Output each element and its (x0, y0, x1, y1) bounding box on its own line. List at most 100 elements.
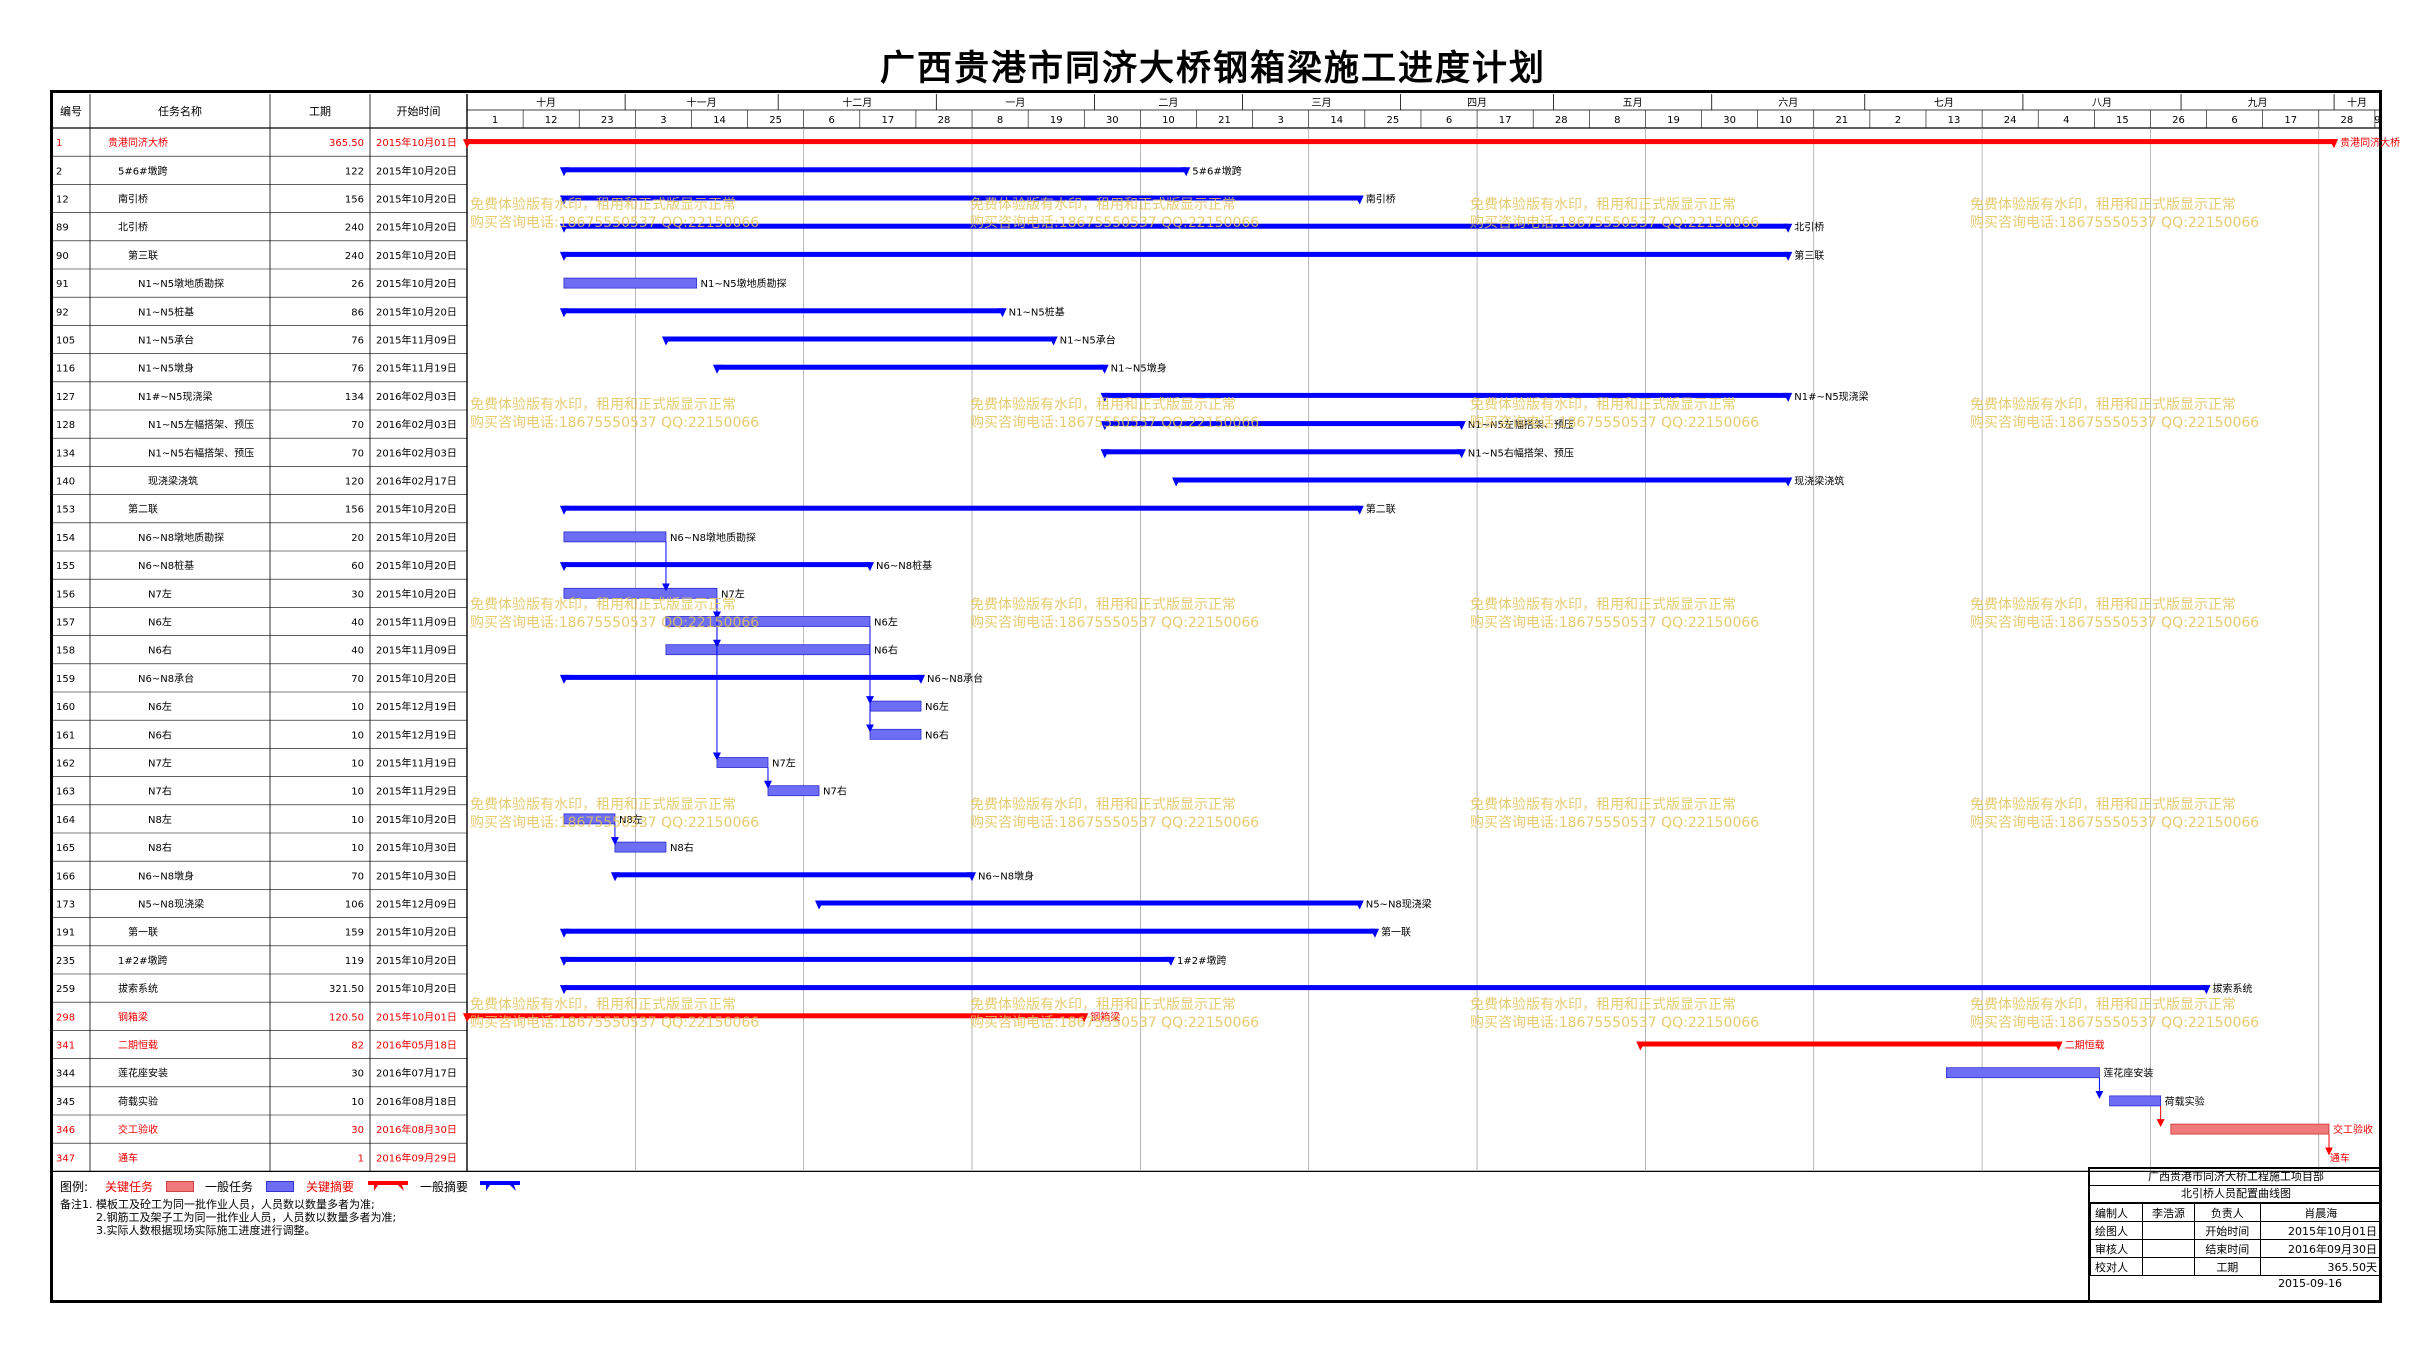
day-label: 23 (601, 115, 614, 126)
cell-id: 347 (56, 1153, 75, 1164)
month-label: 六月 (1778, 97, 1798, 109)
cell-duration: 82 (351, 1041, 364, 1052)
cell-id: 166 (56, 871, 75, 882)
cell-id: 140 (56, 477, 75, 488)
cell-duration: 156 (345, 195, 364, 206)
day-label: 6 (829, 115, 835, 126)
cell-id: 127 (56, 392, 75, 403)
summary-bar-cap (559, 251, 569, 261)
cell-id: 12 (56, 195, 69, 206)
month-label: 十月 (536, 96, 556, 109)
cell-name: N6右 (148, 728, 172, 741)
month-label: 十一月 (687, 96, 717, 109)
cell-name: 第一联 (128, 926, 158, 939)
cell-duration: 240 (345, 223, 364, 234)
cell-duration: 30 (351, 589, 364, 600)
note-line: 备注1. 模板工及砼工为同一批作业人员，人员数以数量多者为准; (60, 1198, 375, 1211)
summary-bar-cap (1172, 477, 1182, 487)
month-label: 九月 (2248, 97, 2268, 109)
title-block-row: 审核人 结束时间 2016年09月30日 (2090, 1239, 2383, 1258)
summary-bar-cap (1783, 251, 1793, 261)
tb-cell: 李浩源 (2142, 1203, 2195, 1222)
day-label: 25 (769, 115, 782, 126)
title-block-row: 绘图人 开始时间 2015年10月01日 (2090, 1221, 2383, 1240)
summary-bar-cap (559, 308, 569, 318)
task-bar (1945, 1067, 2100, 1079)
summary-bar-cap (559, 956, 569, 966)
cell-name: 钢箱梁 (118, 1010, 148, 1023)
cell-id: 191 (56, 928, 75, 939)
cell-start: 2015年11月19日 (376, 757, 457, 770)
summary-bar-cap (1456, 449, 1466, 459)
task-bar (665, 644, 871, 656)
cell-id: 155 (56, 561, 75, 572)
cell-id: 344 (56, 1069, 75, 1080)
summary-bar-cap (559, 928, 569, 938)
tb-cell: 审核人 (2090, 1239, 2143, 1258)
month-label: 三月 (1311, 97, 1331, 109)
cell-duration: 10 (351, 815, 364, 826)
task-bar (614, 841, 667, 853)
day-label: 17 (1499, 115, 1512, 126)
cell-duration: 70 (351, 448, 364, 459)
summary-bar-cap (559, 505, 569, 515)
summary-bar-cap (559, 674, 569, 684)
day-label: 12 (545, 115, 558, 126)
task-bar (563, 813, 616, 825)
summary-bar (563, 223, 1789, 229)
cell-id: 163 (56, 787, 75, 798)
summary-bar-cap (997, 308, 1007, 318)
cell-duration: 40 (351, 618, 364, 629)
bar-label: N6~N8承台 (927, 672, 983, 685)
summary-bar-cap (865, 562, 875, 572)
task-bar (2170, 1123, 2330, 1135)
bar-label: N1~N5墩地质勘探 (701, 277, 787, 290)
month-label: 四月 (1467, 97, 1487, 109)
cell-duration: 122 (345, 166, 364, 177)
task-bar (563, 531, 667, 543)
bar-label: 拔索系统 (2213, 982, 2253, 995)
bar-label: N6左 (874, 616, 898, 629)
cell-name: 贵港同济大桥 (108, 136, 168, 149)
cell-name: 通车 (118, 1151, 138, 1164)
summary-bar (614, 872, 973, 878)
cell-duration: 20 (351, 533, 364, 544)
cell-start: 2015年10月30日 (376, 869, 457, 882)
legend-summary-swatch (480, 1181, 520, 1191)
day-label: 24 (2004, 115, 2017, 126)
day-label: 30 (1106, 115, 1119, 126)
cell-id: 153 (56, 505, 75, 516)
day-label: 25 (1387, 115, 1400, 126)
cell-start: 2016年07月17日 (376, 1067, 457, 1080)
page-title: 广西贵港市同济大桥钢箱梁施工进度计划 (879, 48, 1546, 89)
cell-start: 2015年10月20日 (376, 531, 457, 544)
cell-start: 2015年10月20日 (376, 305, 457, 318)
bar-label: 交工验收 (2333, 1123, 2373, 1136)
cell-duration: 76 (351, 336, 364, 347)
cell-id: 159 (56, 674, 75, 685)
bar-label: N6右 (874, 644, 898, 657)
cell-duration: 70 (351, 420, 364, 431)
tb-cell: 校对人 (2090, 1257, 2143, 1276)
cell-duration: 120.50 (329, 1012, 364, 1023)
day-label: 10 (1162, 115, 1175, 126)
bar-label: 第三联 (1794, 249, 1824, 262)
task-bar (767, 785, 820, 797)
bar-label: N7左 (721, 587, 745, 600)
summary-bar (563, 956, 1171, 962)
summary-bar-cap (1370, 928, 1380, 938)
cell-start: 2015年11月09日 (376, 616, 457, 629)
month-label: 八月 (2092, 97, 2112, 109)
cell-duration: 10 (351, 759, 364, 770)
title-block-org: 广西贵港市同济大桥工程施工项目部 (2090, 1169, 2382, 1186)
cell-name: 第二联 (128, 503, 158, 516)
bar-label: N8右 (670, 841, 694, 854)
summary-bar-cap (559, 985, 569, 995)
summary-bar-cap (1783, 223, 1793, 233)
summary-bar-cap (1100, 421, 1110, 431)
summary-bar-cap (559, 223, 569, 233)
cell-name: N7右 (148, 785, 172, 798)
legend-summary-label: 一般摘要 (420, 1180, 469, 1194)
task-bar (2109, 1095, 2162, 1107)
